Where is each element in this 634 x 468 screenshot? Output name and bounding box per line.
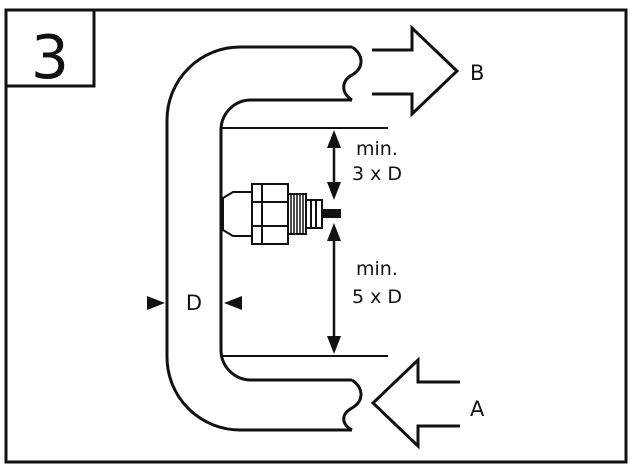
sensor-probe-tip <box>321 209 341 218</box>
upstream-dimension-arrow <box>327 130 341 200</box>
diameter-label: D <box>186 291 202 315</box>
diameter-marker-left <box>147 296 165 310</box>
downstream-distance-line1: min. <box>356 258 398 280</box>
sensor-hex-nut <box>251 183 289 245</box>
downstream-distance-line2: 5 x D <box>352 286 402 308</box>
sensor-cap <box>222 191 253 237</box>
pipe-inner-wall <box>219 98 352 382</box>
step-number: 3 <box>31 23 69 93</box>
sensor-fitting <box>222 183 341 245</box>
outlet-label: B <box>470 61 484 85</box>
upstream-distance-line1: min. <box>356 138 398 160</box>
pipe-bottom-end <box>342 378 363 432</box>
pipe-top-end <box>342 45 363 102</box>
step-number-box <box>6 8 96 88</box>
upstream-distance-line2: 3 x D <box>352 163 402 185</box>
inlet-label: A <box>470 397 485 421</box>
sensor-collar <box>305 199 323 229</box>
outlet-arrow <box>372 24 460 118</box>
downstream-dimension-arrow <box>327 223 341 354</box>
pipe-outer-wall <box>165 45 352 432</box>
inlet-arrow <box>370 356 460 450</box>
diameter-marker-right <box>224 296 242 310</box>
u-pipe <box>165 45 363 432</box>
diagram-frame <box>4 8 628 464</box>
